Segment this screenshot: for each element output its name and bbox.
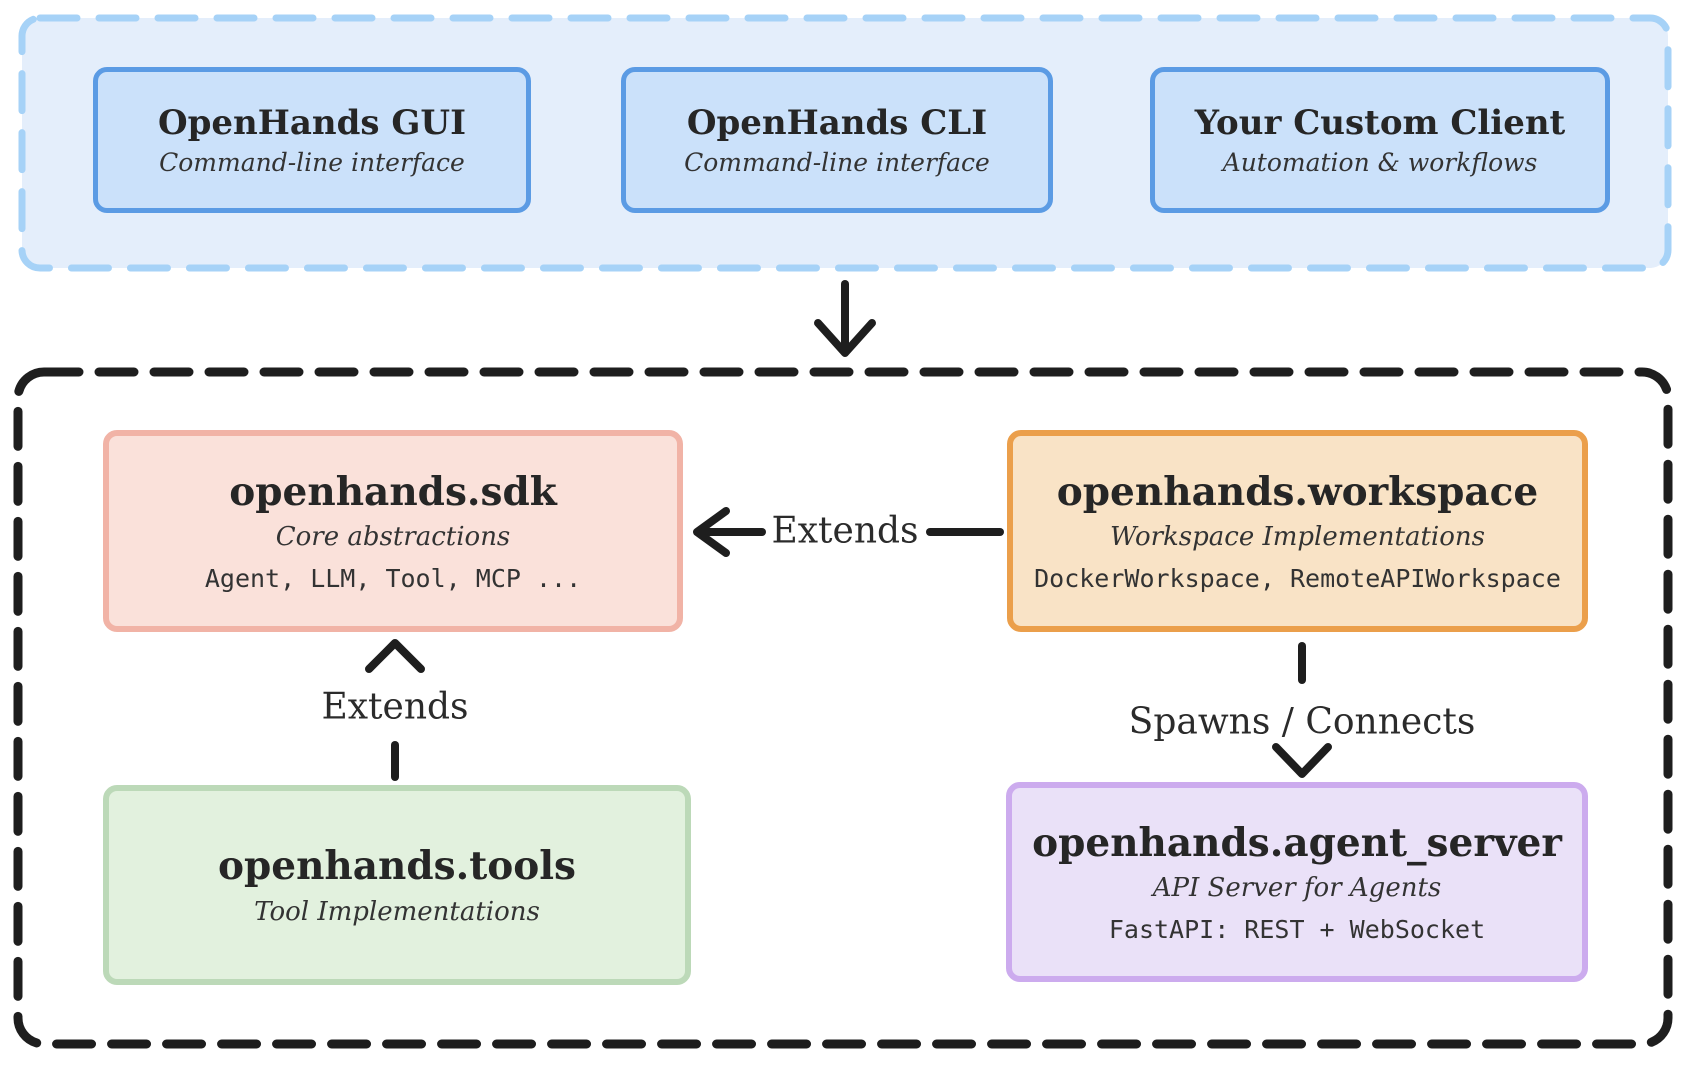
- module-box-code: Agent, LLM, Tool, MCP ...: [204, 564, 582, 594]
- module-box-subtitle: Core abstractions: [275, 522, 511, 553]
- module-box-code: DockerWorkspace, RemoteAPIWorkspace: [1034, 564, 1561, 594]
- module-box-agent-server: openhands.agent_server API Server for Ag…: [1006, 782, 1588, 982]
- client-box-openhands-gui: OpenHands GUI Command-line interface: [93, 67, 531, 213]
- module-box-code: FastAPI: REST + WebSocket: [1108, 915, 1486, 945]
- extends-label-vertical: Extends: [321, 686, 469, 728]
- module-box-tools: openhands.tools Tool Implementations: [103, 785, 691, 985]
- client-box-subtitle: Command-line interface: [684, 148, 990, 178]
- tools-to-sdk-arrow: [365, 639, 425, 781]
- client-box-title: Your Custom Client: [1194, 102, 1566, 143]
- module-box-title: openhands.sdk: [229, 468, 557, 515]
- module-box-workspace: openhands.workspace Workspace Implementa…: [1007, 430, 1588, 632]
- module-box-sdk: openhands.sdk Core abstractions Agent, L…: [103, 430, 683, 632]
- module-box-title: openhands.tools: [217, 843, 577, 890]
- module-box-subtitle: API Server for Agents: [1152, 873, 1442, 904]
- module-box-title: openhands.agent_server: [1032, 819, 1562, 866]
- client-box-title: OpenHands CLI: [686, 102, 988, 143]
- client-box-subtitle: Automation & workflows: [1222, 148, 1538, 178]
- clients-to-core-arrow: [814, 280, 876, 357]
- module-box-subtitle: Workspace Implementations: [1109, 522, 1485, 553]
- client-box-subtitle: Command-line interface: [159, 148, 465, 178]
- module-box-subtitle: Tool Implementations: [254, 896, 540, 927]
- workspace-to-agent-server-arrow: [1272, 642, 1332, 778]
- client-box-title: OpenHands GUI: [158, 102, 466, 143]
- module-box-title: openhands.workspace: [1056, 468, 1539, 515]
- workspace-to-sdk-arrow: [693, 507, 1004, 557]
- spawns-connects-label: Spawns / Connects: [1128, 701, 1476, 743]
- extends-label-horizontal: Extends: [771, 510, 919, 552]
- client-box-openhands-cli: OpenHands CLI Command-line interface: [621, 67, 1053, 213]
- client-box-your-custom-client: Your Custom Client Automation & workflow…: [1150, 67, 1610, 213]
